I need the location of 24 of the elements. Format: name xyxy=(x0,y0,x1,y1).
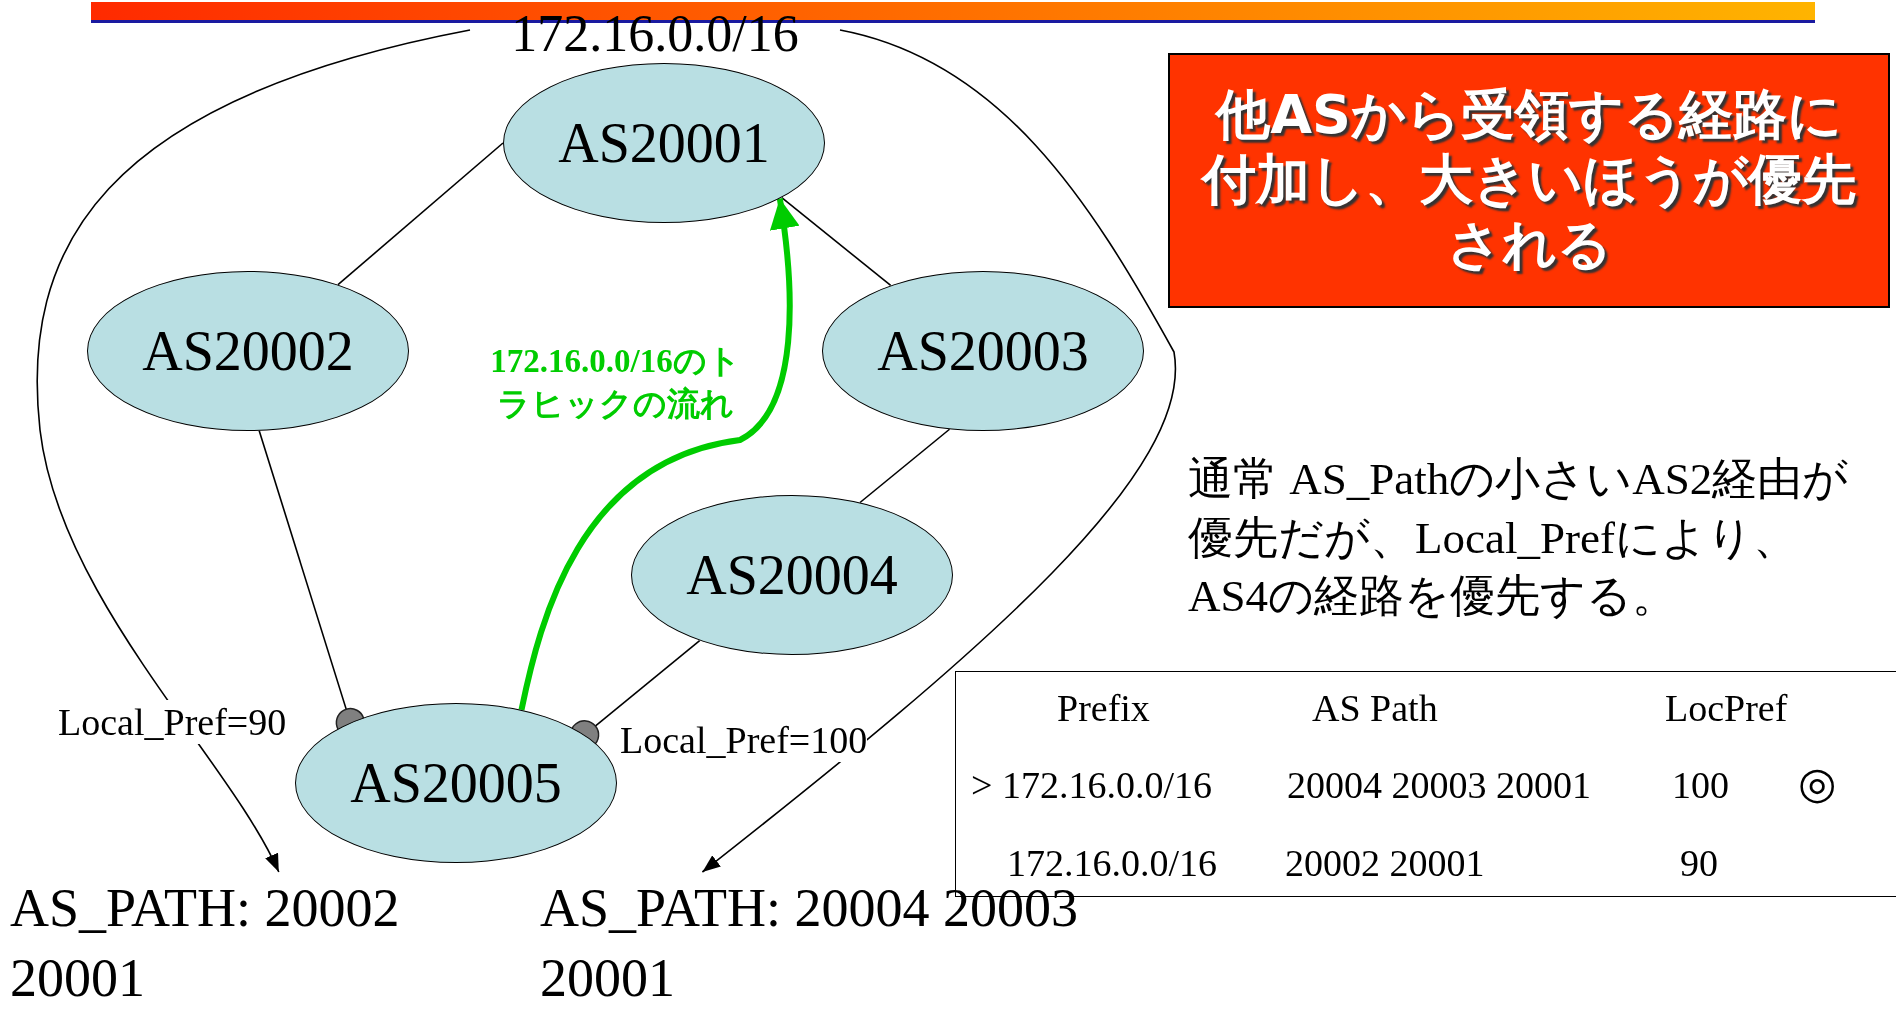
link-line xyxy=(780,196,892,287)
traffic-flow-arrow xyxy=(518,198,800,711)
table-value: 172.16.0.0/16 xyxy=(1007,841,1218,885)
table-value: 20002 20001 xyxy=(1285,841,1485,885)
as-path-text: AS_PATH: 20002 20001 xyxy=(10,872,430,1014)
table-value: > 172.16.0.0/16 xyxy=(971,763,1212,807)
as-node-ellipse: AS20002 xyxy=(87,271,409,431)
table-header: AS Path xyxy=(1312,686,1438,730)
as-node-ellipse: AS20004 xyxy=(631,495,953,655)
link-line xyxy=(337,142,504,286)
best-route-mark: ◎ xyxy=(1798,758,1836,809)
callout-box: 他ASから受領する経路に付加し、大きいほうが優先される xyxy=(1168,53,1890,308)
note-text: 通常 AS_Pathの小さいAS2経由が優先だが、Local_Prefにより、AS4の経路を優先する。 xyxy=(1188,453,1850,623)
table-value: 20004 20003 20001 xyxy=(1287,763,1591,807)
table-header: Prefix xyxy=(1057,686,1150,730)
arrow xyxy=(36,29,471,873)
preference-label: Local_Pref=90 xyxy=(58,700,287,744)
as-node-ellipse: AS20001 xyxy=(503,63,825,223)
arrow xyxy=(701,29,1176,873)
as-node-ellipse: AS20005 xyxy=(295,703,617,863)
as-node-ellipse: AS20003 xyxy=(822,271,1144,431)
table-value: 100 xyxy=(1672,763,1729,807)
table-value: 90 xyxy=(1680,841,1718,885)
table-header: LocPref xyxy=(1665,686,1788,730)
